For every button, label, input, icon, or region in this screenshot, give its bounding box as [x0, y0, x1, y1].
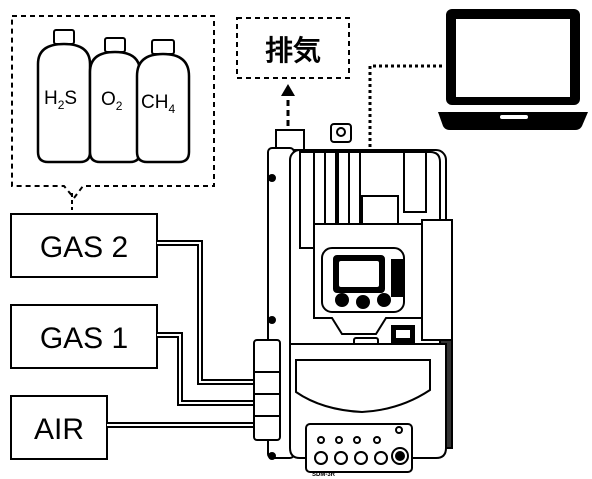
panel-button: [374, 451, 388, 465]
cylinder-ch4-subscript: 4: [168, 102, 175, 116]
svg-text:O2: O2: [101, 89, 123, 113]
cylinder-o2-subscript: 2: [116, 99, 123, 113]
input-air-label: AIR: [34, 413, 84, 446]
cylinder-h2s-label: H: [44, 88, 58, 109]
calibration-station: [253, 123, 453, 473]
exhaust-indicator: 排気: [236, 17, 350, 126]
input-gas2-label: GAS 2: [40, 231, 128, 264]
cylinder-ch4: CH4: [135, 39, 191, 164]
panel-button: [354, 451, 368, 465]
cylinder-h2s-suffix: S: [64, 88, 77, 109]
tube-gas1: [157, 332, 258, 406]
laptop-connection-line: [368, 64, 442, 148]
exhaust-box: [236, 17, 350, 79]
cylinder-group: H2S O2 CH4: [11, 15, 215, 210]
status-led: [395, 426, 403, 434]
cylinder-o2-label: O: [101, 89, 116, 110]
tube-gas2: [157, 240, 258, 385]
input-gas2: GAS 2: [10, 213, 158, 278]
panel-button: [314, 451, 328, 465]
cylinder-h2s-subscript: 2: [58, 98, 65, 112]
cylinder-o2: O2: [88, 37, 142, 164]
cylinder-ch4-label: CH: [141, 92, 168, 113]
panel-button: [334, 451, 348, 465]
input-gas1-label: GAS 1: [40, 322, 128, 355]
svg-text:H2S: H2S: [44, 88, 77, 112]
svg-text:CH4: CH4: [141, 92, 175, 116]
laptop-icon: [438, 9, 588, 130]
exhaust-arrow-icon: [281, 84, 295, 96]
cylinder-h2s: H2S: [36, 29, 92, 164]
exhaust-label: 排気: [265, 34, 321, 67]
cylinder-callout-frame: [11, 15, 215, 200]
input-gas1: GAS 1: [10, 304, 158, 369]
gas-tubes: [107, 240, 258, 428]
device-model-label: SDM-3R: [312, 472, 336, 478]
input-air: AIR: [10, 395, 108, 460]
